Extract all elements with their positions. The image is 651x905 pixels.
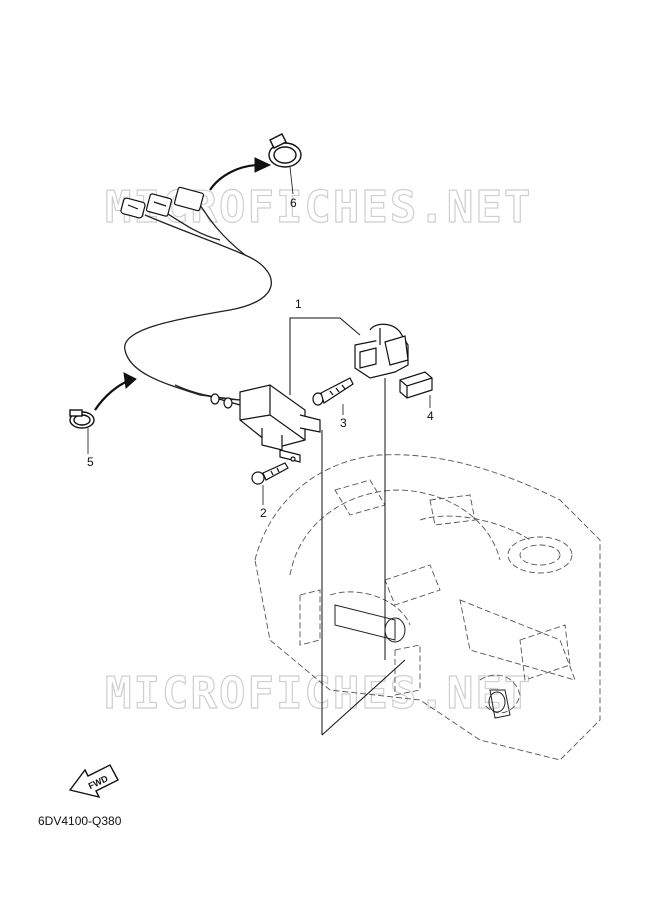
harness-connectors	[120, 186, 205, 219]
callout-5: 5	[87, 455, 94, 469]
callout-leaders	[87, 166, 431, 505]
switch-assembly	[204, 384, 321, 463]
callout-2: 2	[260, 506, 267, 520]
screw-part-2	[251, 462, 289, 485]
callout-3: 3	[340, 416, 347, 430]
wire-harness	[124, 204, 272, 401]
leader-lines	[289, 317, 406, 736]
watermark-bottom: MICROFICHES.NET	[105, 668, 532, 719]
spacer-part	[399, 371, 433, 399]
engine-housing-outline	[254, 454, 601, 761]
watermark-top: MICROFICHES.NET	[105, 182, 532, 233]
diagram-code: 6DV4100-Q380	[38, 814, 122, 828]
callout-4: 4	[427, 409, 434, 423]
assembly-arrows	[94, 157, 272, 411]
sensor-assembly	[354, 323, 409, 379]
fwd-arrow-icon: FWD	[68, 764, 119, 799]
screw-part-3	[312, 377, 354, 406]
clamp-part-6	[268, 133, 302, 168]
clamp-part-5	[69, 409, 95, 429]
callout-6: 6	[290, 196, 297, 210]
callout-1: 1	[295, 297, 302, 311]
